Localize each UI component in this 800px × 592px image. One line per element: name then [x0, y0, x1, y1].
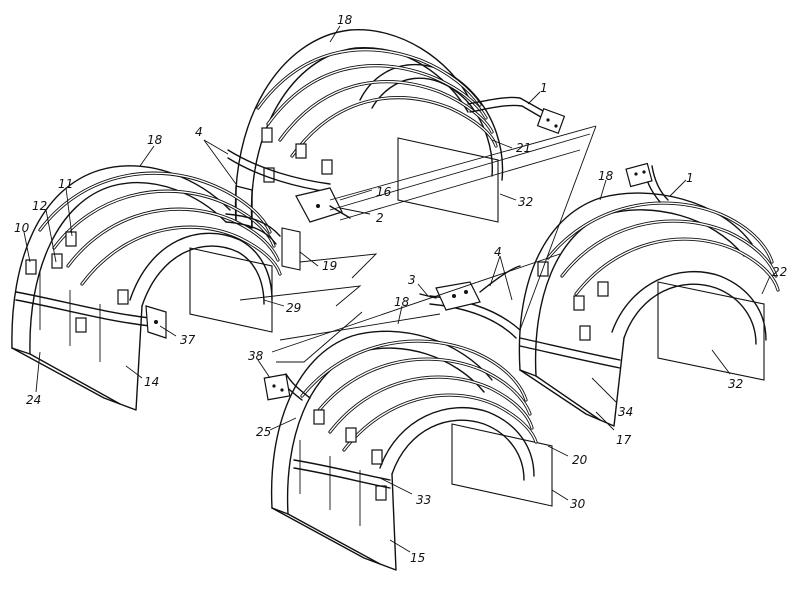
callout-11: 11 — [58, 177, 73, 191]
mud-flap-19-left — [281, 227, 301, 271]
callout-18-left: 18 — [147, 133, 163, 147]
callout-2: 2 — [376, 211, 384, 225]
callout-1-right: 1 — [686, 171, 694, 185]
callout-32-right: 32 — [728, 377, 743, 391]
callout-labels: 18 1 21 32 4 16 2 18 11 12 10 19 29 37 2… — [14, 13, 787, 565]
callout-18-right: 18 — [598, 169, 614, 183]
center-mount-bracket — [419, 265, 521, 339]
callout-4-left: 4 — [195, 125, 203, 139]
mud-flap-32-right — [657, 281, 765, 381]
callout-29: 29 — [286, 301, 301, 315]
exploded-view-guides — [239, 125, 597, 363]
bracket-38-bottom — [263, 373, 291, 401]
callout-12: 12 — [32, 199, 47, 213]
mud-flap-30-bottom — [451, 423, 553, 507]
callout-21: 21 — [516, 141, 531, 155]
callout-34: 34 — [618, 405, 633, 419]
callout-30: 30 — [570, 497, 586, 511]
mud-flap-29-left — [189, 247, 273, 333]
callout-38: 38 — [248, 349, 264, 363]
fender-bottom-center — [263, 330, 553, 571]
bracket-1-top — [536, 108, 566, 134]
callout-19: 19 — [322, 259, 337, 273]
fender-right — [518, 162, 780, 427]
fender-left — [11, 165, 301, 411]
callout-17: 17 — [616, 433, 632, 447]
callout-15: 15 — [410, 551, 425, 565]
callout-32-top: 32 — [518, 195, 533, 209]
callout-22: 22 — [772, 265, 787, 279]
callout-37: 37 — [180, 333, 196, 347]
callout-33: 33 — [416, 493, 431, 507]
callout-3: 3 — [408, 273, 416, 287]
callout-16: 16 — [376, 185, 392, 199]
callout-18-bottom: 18 — [394, 295, 410, 309]
callout-18-top: 18 — [337, 13, 353, 27]
callout-10: 10 — [14, 221, 30, 235]
mud-flap-32-top — [397, 137, 499, 223]
callout-14: 14 — [144, 375, 159, 389]
callout-4-center: 4 — [494, 245, 502, 259]
fender-top-center — [227, 29, 566, 229]
leader-lines — [23, 25, 771, 553]
callout-20: 20 — [572, 453, 588, 467]
bracket-1-right — [625, 162, 653, 188]
callout-1-top: 1 — [540, 81, 548, 95]
callout-25: 25 — [256, 425, 271, 439]
callout-24: 24 — [26, 393, 41, 407]
